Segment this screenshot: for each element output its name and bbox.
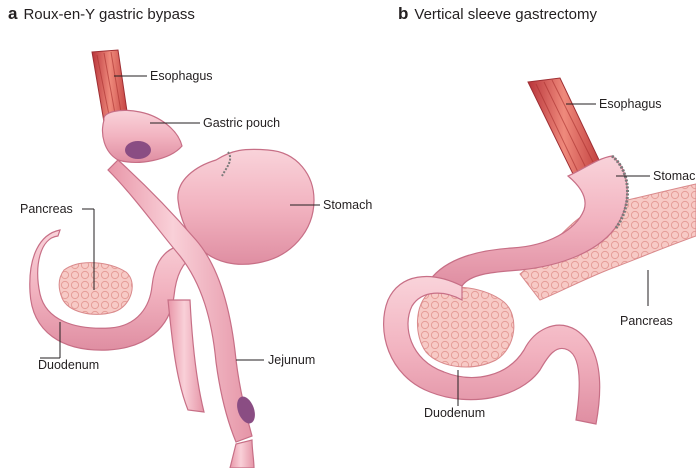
pouch-anastomosis (125, 141, 151, 159)
panel-a-title: a Roux-en-Y gastric bypass (8, 4, 195, 24)
panel-b-letter: b (398, 4, 408, 23)
label-esophagus-b: Esophagus (599, 97, 662, 111)
panel-b-heading: Vertical sleeve gastrectomy (414, 6, 597, 23)
esophagus-b (528, 78, 600, 176)
panel-b-title: b Vertical sleeve gastrectomy (398, 4, 597, 24)
panel-a-heading: Roux-en-Y gastric bypass (23, 6, 194, 23)
panel-b-illustration (384, 78, 696, 424)
label-pancreas-a: Pancreas (20, 202, 73, 216)
label-jejunum: Jejunum (268, 353, 315, 367)
panel-a-illustration (30, 50, 314, 468)
label-gastric-pouch: Gastric pouch (203, 116, 280, 130)
label-duodenum-a: Duodenum (38, 358, 99, 372)
biliopancreatic-limb (168, 300, 204, 412)
pancreas-a (59, 263, 132, 315)
panel-a-letter: a (8, 4, 17, 23)
label-pancreas-b: Pancreas (620, 314, 673, 328)
label-stomach-b: Stomach (653, 169, 696, 183)
label-stomach-a: Stomach (323, 198, 372, 212)
label-duodenum-b: Duodenum (424, 406, 485, 420)
label-esophagus-a: Esophagus (150, 69, 213, 83)
